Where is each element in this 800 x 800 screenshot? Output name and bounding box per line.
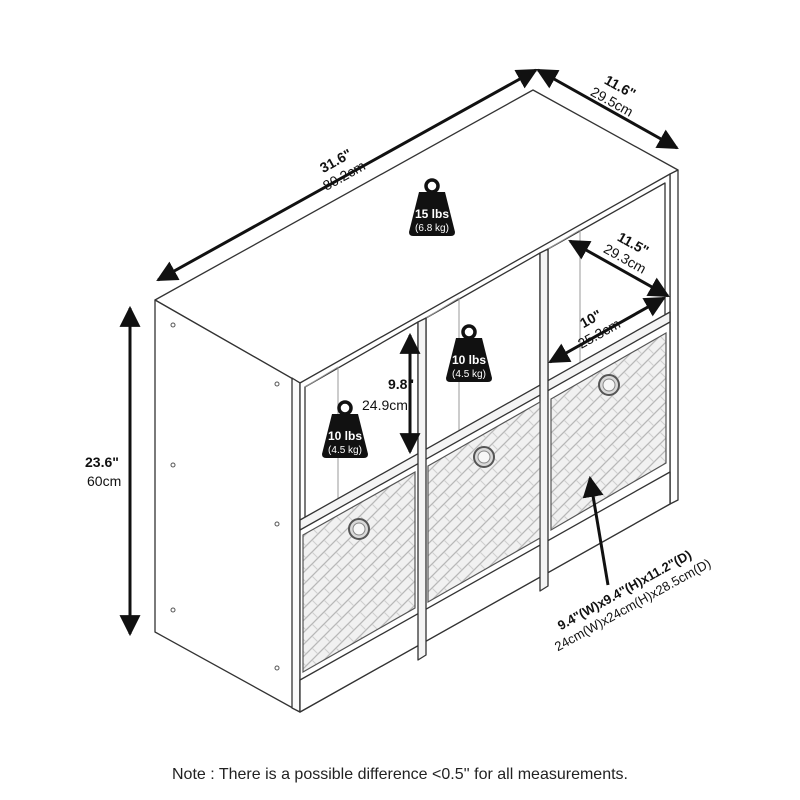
measurement-note: Note : There is a possible difference <0… — [172, 766, 628, 783]
bin-left — [302, 470, 416, 674]
fabric-bins — [302, 331, 667, 674]
cube-width-arrow — [548, 296, 666, 364]
screw-holes — [170, 322, 280, 671]
bin-pointer-arrow — [582, 475, 610, 586]
weight-top-lbs: 15 lbs — [415, 207, 449, 221]
weight-top-kg: (6.8 kg) — [415, 223, 449, 234]
weight-left-kg: (4.5 kg) — [328, 445, 362, 456]
height-inches-label: 23.6" — [85, 454, 119, 470]
weight-middle-lbs: 10 lbs — [452, 353, 486, 367]
divider-left — [417, 317, 427, 661]
cube-height-inches-label: 9.8" — [388, 376, 414, 392]
weight-left-lbs: 10 lbs — [328, 429, 362, 443]
cube-height-cm-label: 24.9cm — [362, 397, 408, 413]
weight-icon: 15 lbs (6.8 kg) — [407, 178, 457, 238]
weight-icon: 10 lbs (4.5 kg) — [444, 324, 494, 384]
depth-arrow — [536, 68, 679, 150]
dimension-arrows — [119, 68, 679, 637]
bin-middle — [427, 400, 541, 604]
width-arrow — [156, 68, 538, 282]
height-cm-label: 60cm — [87, 473, 121, 489]
divider-right — [539, 248, 549, 592]
bin-size-cm-label: 24cm(W)x24cm(H)x28.5cm(D) — [552, 556, 713, 655]
right-side-panel — [669, 169, 679, 505]
inner-depth-arrow — [568, 239, 670, 298]
weight-icon: 10 lbs (4.5 kg) — [320, 400, 370, 460]
weight-middle-kg: (4.5 kg) — [452, 369, 486, 380]
